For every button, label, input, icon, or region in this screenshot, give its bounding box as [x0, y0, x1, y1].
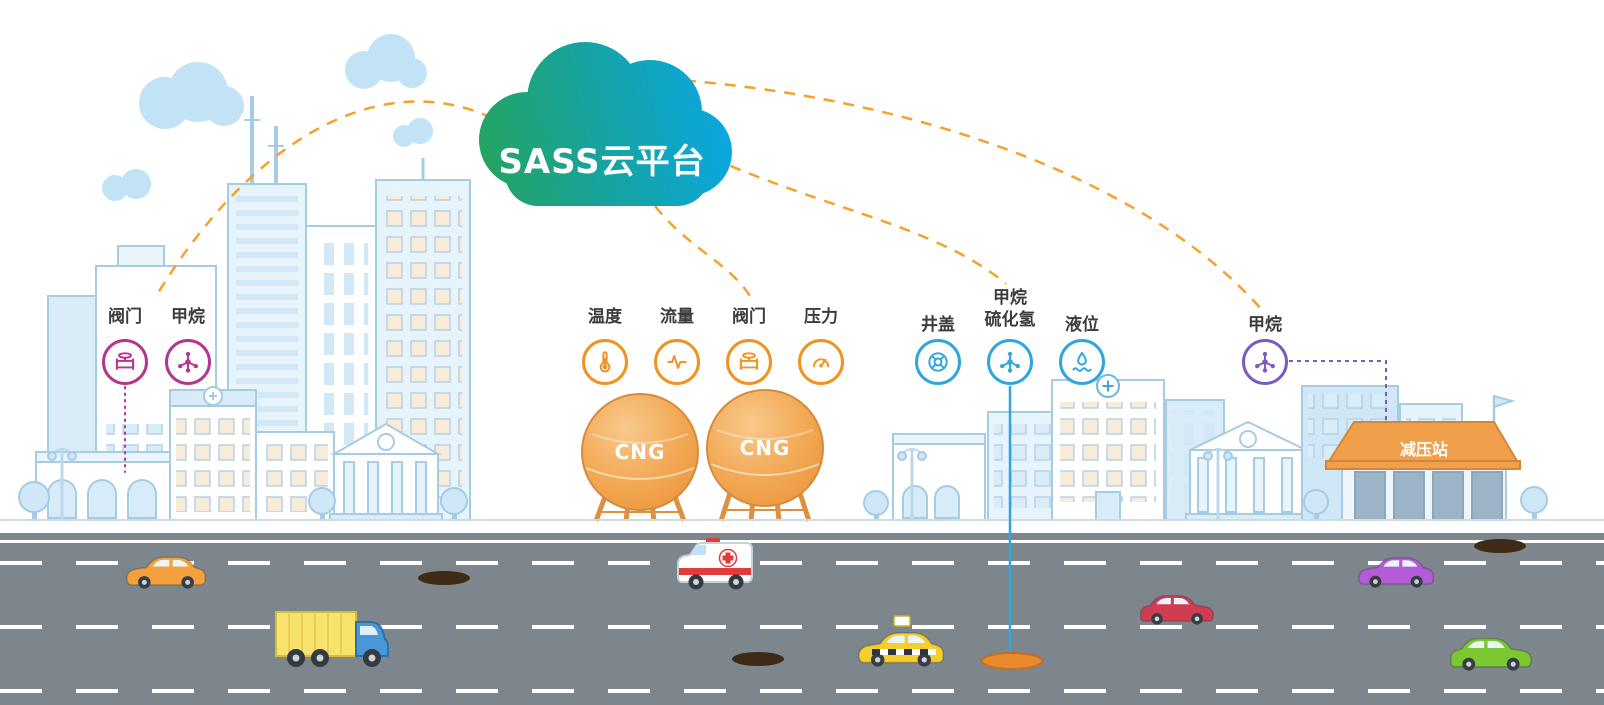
sky-clouds [102, 34, 433, 201]
sensor-label-methane: 甲烷 [171, 307, 205, 327]
cng-tank-label: CNG [614, 440, 666, 464]
gauge-icon [808, 349, 834, 375]
ambulance [677, 538, 753, 590]
sensor-label-methane: 甲烷 [1248, 315, 1282, 335]
thermometer-icon [592, 349, 618, 375]
sensor-liquid-level[interactable] [1059, 339, 1105, 385]
lamp-post [897, 448, 927, 519]
cloud-platform-shape [479, 42, 732, 206]
yellow-truck [275, 611, 389, 667]
city-skyline-right [892, 374, 1463, 521]
sensor-methane-station[interactable] [1242, 339, 1288, 385]
valve-icon [112, 349, 138, 375]
sensor-label-manhole: 井盖 [921, 315, 955, 335]
street-greenery [18, 448, 1548, 521]
cng-tank-1 [581, 393, 699, 511]
taxi-checker-band [872, 649, 936, 655]
sensor-label-flow: 流量 [660, 307, 694, 327]
road [0, 533, 1604, 705]
sensor-link-purple [1289, 360, 1387, 420]
molecule-icon [1252, 349, 1278, 375]
sensor-label-valve: 阀门 [732, 307, 766, 327]
sensor-temperature[interactable] [582, 339, 628, 385]
lamp-post [1203, 448, 1233, 519]
sensor-valve-cng[interactable] [726, 339, 772, 385]
cng-tank-label: CNG [739, 436, 791, 460]
cng-tanks [581, 389, 824, 522]
cloud-link-station [644, 76, 1263, 311]
manhole [1474, 539, 1526, 553]
connection-lines [124, 76, 1387, 670]
sensor-valve-city[interactable] [102, 339, 148, 385]
sensor-methane-city[interactable] [165, 339, 211, 385]
sensor-manhole[interactable] [915, 339, 961, 385]
sensor-label-temperature: 温度 [588, 307, 622, 327]
flow-icon [664, 349, 690, 375]
molecule-icon [175, 349, 201, 375]
cloud-link-street [711, 156, 1007, 285]
cloud-link-cng [654, 205, 752, 297]
manhole [732, 652, 784, 666]
sidewalk-line [0, 519, 1604, 521]
manhole-orange [981, 652, 1043, 670]
city-skyline-left [35, 96, 471, 521]
sensor-methane-h2s[interactable] [987, 339, 1033, 385]
manhole-icon [925, 349, 951, 375]
manhole [418, 571, 470, 585]
sensor-label-h2s: 硫化氢 [984, 310, 1036, 330]
valve-icon [736, 349, 762, 375]
sensor-flow[interactable] [654, 339, 700, 385]
taxi [857, 615, 945, 667]
vehicles [125, 538, 1533, 671]
molecule-icon [997, 349, 1023, 375]
cloud-platform-label: SASS云平台 [498, 142, 706, 182]
sensor-label-methane: 甲烷 [993, 288, 1027, 308]
sensor-label-liquid-level: 液位 [1065, 315, 1099, 335]
pressure-station-label: 减压站 [1399, 440, 1448, 459]
liquid-level-icon [1069, 349, 1095, 375]
sensor-label-pressure: 压力 [804, 307, 838, 327]
cloud-link-left [153, 100, 493, 299]
lamp-post [47, 448, 77, 519]
sensor-label-valve: 阀门 [108, 307, 142, 327]
cng-tank-2 [706, 389, 824, 507]
sensor-pressure[interactable] [798, 339, 844, 385]
